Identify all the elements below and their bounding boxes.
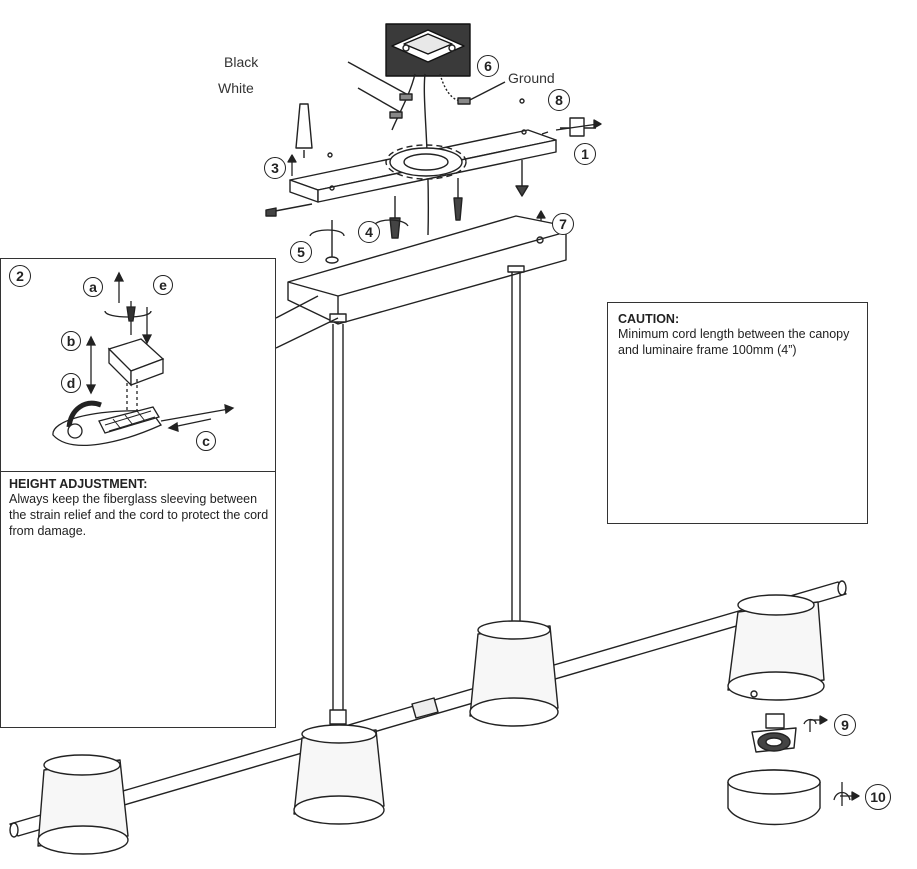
caution-text: Minimum cord length between the canopy a… — [618, 327, 850, 357]
suspension-rods — [329, 272, 521, 725]
inset-letter-c: c — [196, 431, 216, 451]
lamp-shade-4 — [727, 594, 825, 701]
height-adjustment-inset: 2 — [0, 258, 276, 728]
gu10-bulb — [751, 713, 797, 753]
lamp-shade-1 — [37, 754, 129, 855]
lamp-shade-2 — [293, 724, 385, 825]
label-ground-wire: Ground — [508, 70, 555, 86]
step-callout-10: 10 — [865, 784, 891, 810]
front-ring — [727, 769, 821, 826]
inset-letter-a: a — [83, 277, 103, 297]
height-adjustment-title: HEIGHT ADJUSTMENT: — [9, 477, 148, 491]
step-callout-9: 9 — [834, 714, 856, 736]
label-black-wire: Black — [224, 54, 259, 70]
step-callout-1: 1 — [574, 143, 596, 165]
step-callout-3: 3 — [264, 157, 286, 179]
inset-letter-b: b — [61, 331, 81, 351]
inset-step-callout: 2 — [9, 265, 31, 287]
inset-letter-d: d — [61, 373, 81, 393]
step-callout-5: 5 — [290, 241, 312, 263]
supply-wires — [347, 61, 506, 236]
mounting-screws — [265, 103, 596, 264]
step-callout-4: 4 — [358, 221, 380, 243]
step-callout-6: 6 — [477, 55, 499, 77]
luminaire-bar — [9, 580, 847, 838]
step-callout-7: 7 — [552, 213, 574, 235]
strain-relief-drawing — [52, 271, 235, 446]
canopy — [275, 215, 567, 349]
inset-letter-e: e — [153, 275, 173, 295]
label-white-wire: White — [218, 80, 254, 96]
caution-box: CAUTION: Minimum cord length between the… — [607, 302, 868, 524]
height-adjustment-text: Always keep the fiberglass sleeving betw… — [9, 492, 269, 538]
ceiling-junction-box — [385, 23, 471, 77]
lamp-shade-3 — [469, 620, 559, 727]
mounting-bracket — [289, 98, 557, 203]
step-callout-8: 8 — [548, 89, 570, 111]
height-adjustment-note: HEIGHT ADJUSTMENT: Always keep the fiber… — [9, 477, 271, 539]
rotate-arrows — [803, 715, 860, 806]
inset-divider — [1, 471, 275, 472]
caution-title: CAUTION: — [618, 312, 680, 326]
